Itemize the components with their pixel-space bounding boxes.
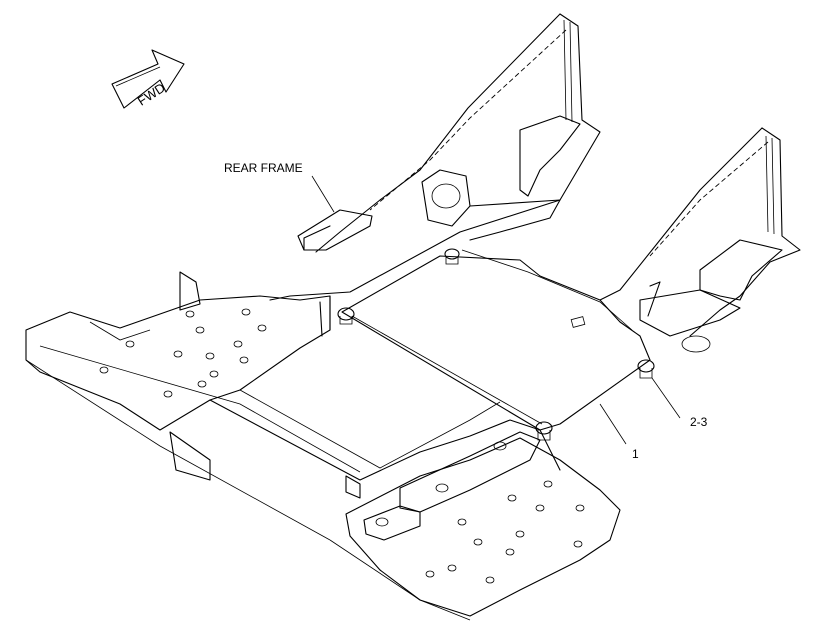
leader-lines xyxy=(311,175,681,445)
cover-plate xyxy=(341,249,651,431)
bolt xyxy=(444,248,460,265)
bolt xyxy=(337,307,355,325)
bolt-group xyxy=(337,248,655,441)
fwd-arrow: FWD xyxy=(111,49,185,109)
front-frame-right-plate xyxy=(329,431,621,621)
bolt xyxy=(637,359,655,379)
part-1-leader xyxy=(599,403,627,445)
center-channel xyxy=(209,295,561,499)
front-frame-left-plate xyxy=(25,271,361,541)
rear-frame-label: REAR FRAME xyxy=(224,161,303,175)
bolt xyxy=(535,421,553,441)
rear-frame-leader xyxy=(311,175,335,213)
right-plate-holes xyxy=(375,441,585,584)
fwd-arrow-label: FWD xyxy=(135,80,168,109)
part-2-3-leader xyxy=(651,377,681,419)
rear-frame-left-member xyxy=(269,13,601,301)
part-1-callout: 1 xyxy=(632,447,639,461)
left-plate-holes xyxy=(99,308,267,398)
part-2-3-callout: 2-3 xyxy=(690,415,708,429)
rear-frame-right-member xyxy=(599,127,801,353)
